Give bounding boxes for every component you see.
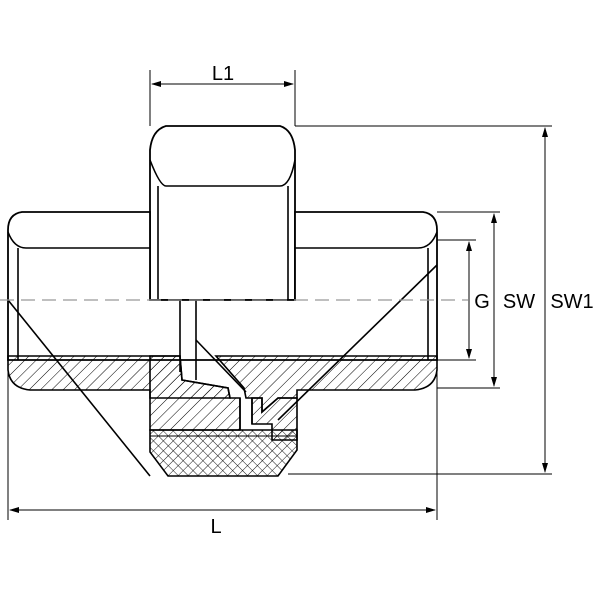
internal-lines xyxy=(7,264,438,477)
top-hex-nut xyxy=(149,125,296,301)
label-sw: SW xyxy=(503,291,535,313)
dimension-sw: SW xyxy=(437,211,535,389)
dimension-l: L xyxy=(7,370,438,538)
section-seal xyxy=(149,429,298,477)
dimension-l1: L1 xyxy=(149,63,296,126)
dimension-g: G xyxy=(437,239,490,361)
label-sw1: SW1 xyxy=(550,291,593,313)
label-l1: L1 xyxy=(212,63,234,85)
dimension-sw1: SW1 xyxy=(288,125,594,475)
label-g: G xyxy=(474,291,490,313)
main-hex-body xyxy=(7,211,438,361)
label-l: L xyxy=(210,516,221,538)
